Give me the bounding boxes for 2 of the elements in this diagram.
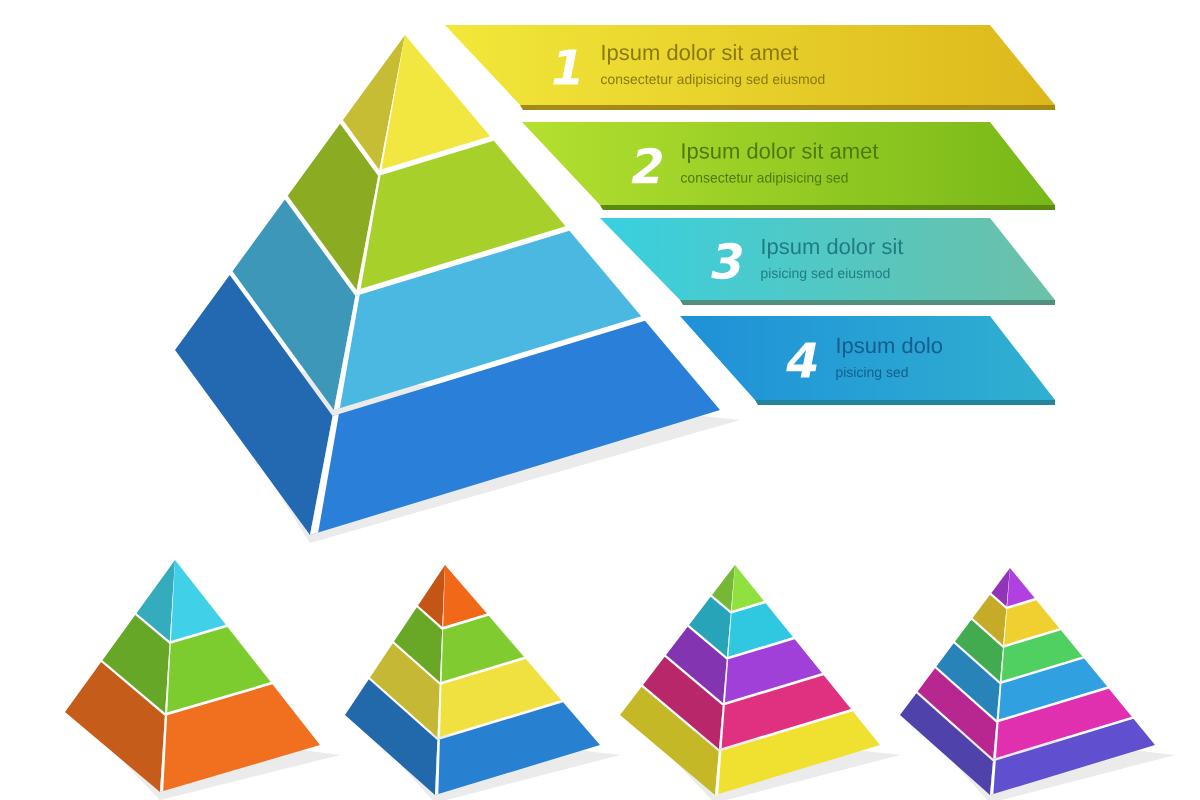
label-band: 2 Ipsum dolor sit amet consectetur adipisicing sed xyxy=(522,122,1055,210)
label-band: 1 Ipsum dolor sit amet consectetur adipisicing sed eiusmod xyxy=(445,25,1055,110)
